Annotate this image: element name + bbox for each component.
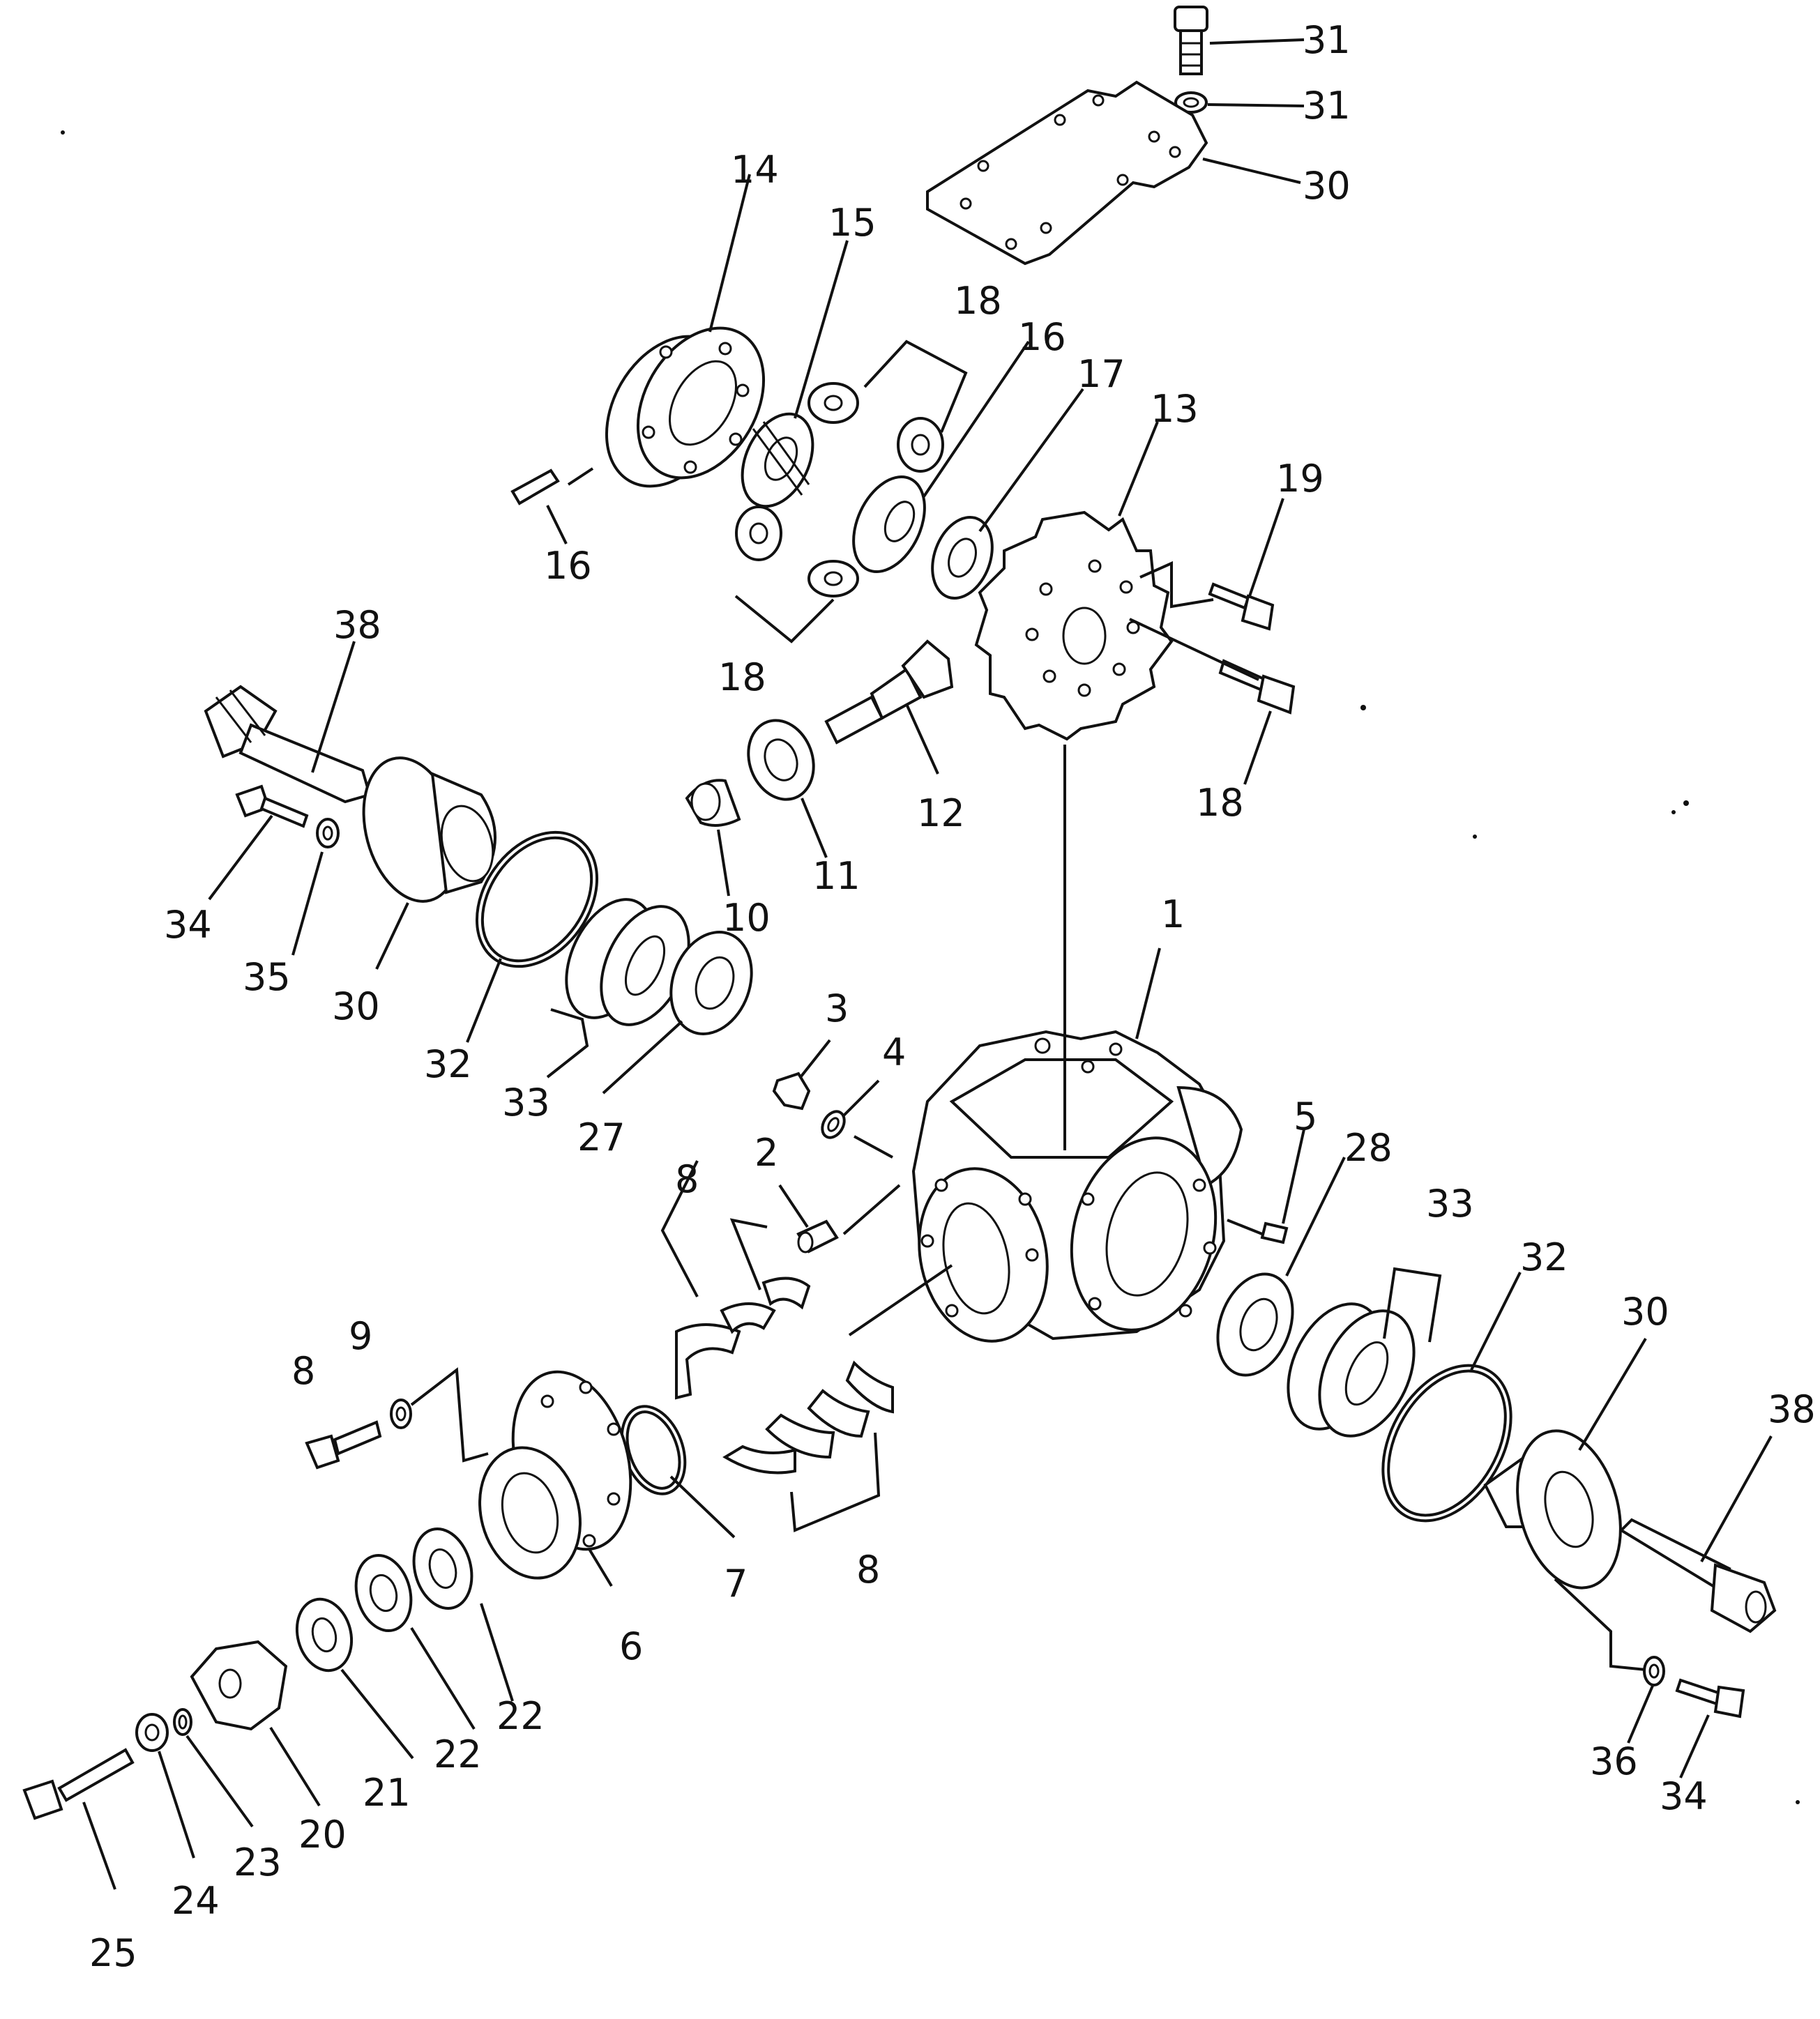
callout-31a-label: 32 [424,1042,472,1086]
part-28-washer [135,1713,169,1752]
part-31-o-ring-left [475,830,599,968]
part-12-bearing [747,719,815,801]
callout-20: 18 [1196,781,1244,825]
callout-14: 13 [1151,387,1199,431]
callout-4: 4 [882,1030,906,1074]
callout-13: 12 [917,791,965,835]
part-1-axle-housing [911,1030,1243,1343]
callout-21: 19 [1276,457,1324,501]
part-10-washer [390,1399,412,1429]
callout-30a: 30 [332,984,380,1028]
part-19-pin [510,468,560,505]
callout-6: 6 [619,1624,643,1668]
part-6-pinion-cage [478,1370,632,1580]
part-25-seal [354,1553,413,1633]
part-4-o-ring [821,1110,846,1139]
callout-3: 3 [825,986,849,1030]
part-31-o-ring-right [1381,1364,1512,1523]
part-27-o-ring [173,1708,192,1736]
part-16-side-gear [741,412,814,508]
callout-36: 31 [1303,18,1351,62]
callout-38b: 38 [1768,1387,1816,1431]
part-18-pinion-gears [735,382,944,597]
callout-15: 14 [731,148,779,192]
callout-16a: 15 [828,201,877,245]
part-32-retainer-left [565,898,690,1026]
callout-24: 21 [363,1771,411,1815]
callout-28: 24 [172,1879,220,1923]
part-9-bolt [305,1420,382,1470]
part-24-bearing [295,1597,354,1673]
part-38-axle-shaft-left [204,685,372,804]
callout-33a: 34 [164,903,212,947]
callout-34b: 36 [1590,1739,1638,1783]
callout-31b: 32 [1520,1235,1568,1279]
callout-10: 9 [349,1314,372,1358]
callout-32a: 33 [502,1081,550,1125]
leader-lines [82,38,1773,1890]
part-36-bolt [1174,6,1208,75]
callout-29: 25 [89,1931,137,1975]
part-34-washer-left [316,818,340,848]
callout-9: 8 [291,1349,315,1393]
callout-34a: 35 [243,955,291,999]
part-37-washer [1174,91,1208,114]
callout-30-right-housing: 30 [1621,1290,1669,1334]
callout-16b: 16 [1018,315,1066,359]
callout-22a: 27 [577,1115,625,1159]
callout-5: 5 [1294,1095,1317,1138]
callout-23: 20 [298,1813,347,1857]
part-5-pin [1260,1221,1289,1244]
part-3-plug [772,1072,811,1111]
part-11-collar [685,779,741,827]
callout-labels: 31 31 30 14 15 18 16 17 13 19 17 16 18 1… [89,18,1816,1975]
part-8-shims-lower [722,1360,894,1475]
callout-11: 10 [722,896,771,940]
part-33-bolt-left [235,784,309,828]
callout-18b: 18 [718,655,766,699]
callout-18a: 18 [954,279,1002,323]
part-32-retainer-right [1287,1302,1416,1438]
callout-12: 11 [812,854,860,898]
callout-38a: 38 [333,603,381,647]
part-13-pinion-shaft [824,639,954,745]
part-30-bearing-housing-right [1483,1429,1622,1590]
callout-17: 17 [1077,352,1125,396]
part-16-side-gear-right [852,475,926,573]
callout-8-lower: 8 [856,1548,880,1592]
callout-19-label: 16 [544,544,592,588]
part-30-bearing-housing-left [362,756,496,903]
part-15-differential-case [605,326,766,488]
part-2-plug [796,1219,839,1254]
part-22-bearing-right [1216,1272,1294,1377]
part-21-bolt [1208,582,1275,631]
part-33-bolt-right [1675,1678,1745,1719]
callout-2: 2 [754,1131,778,1175]
part-8-shims-upper [675,1277,811,1400]
callout-22b: 28 [1344,1126,1393,1170]
callout-8a: 8 [675,1157,699,1201]
part-20-bolt [1218,659,1296,715]
part-29-bolt [22,1748,135,1820]
callout-27: 23 [234,1841,282,1884]
part-26-bearing [412,1527,473,1610]
callout-37: 31 [1303,84,1351,128]
part-17-thrust-washer [931,515,994,600]
part-35-cover-plate [926,80,1208,266]
callout-35: 30 [1303,164,1351,208]
callout-1: 1 [1161,892,1185,936]
part-38-axle-shaft-right [1618,1518,1777,1633]
callout-33b: 34 [1660,1774,1708,1818]
scan-specks [61,130,1800,1804]
part-34-washer-right [1643,1656,1665,1686]
callout-7: 7 [724,1562,748,1606]
part-23-coupling [190,1640,288,1731]
callout-32b: 33 [1426,1182,1474,1226]
part-7-o-ring [620,1405,687,1495]
part-14-ring-gear [974,510,1174,741]
callout-26: 22 [496,1694,545,1738]
callout-25: 22 [434,1732,482,1776]
part-22-bearing-left [669,931,753,1035]
